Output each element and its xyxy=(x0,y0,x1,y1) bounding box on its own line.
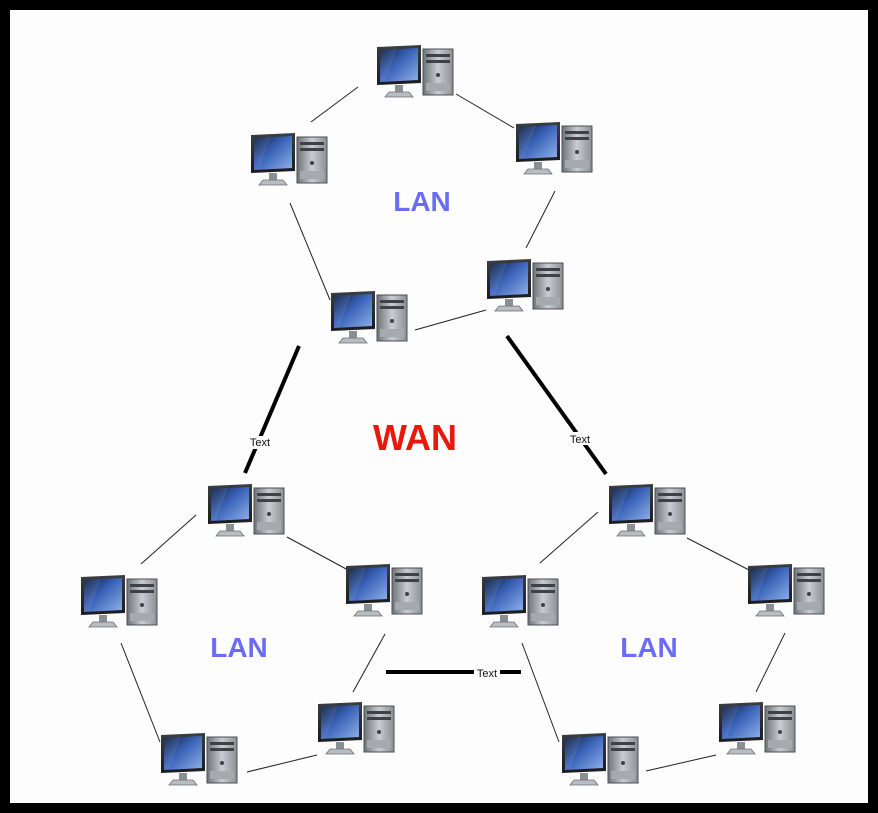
lan-link xyxy=(539,511,599,564)
desktop-computer-icon[interactable] xyxy=(160,732,238,786)
lan-link xyxy=(352,633,386,693)
lan-link xyxy=(289,202,331,301)
desktop-computer-icon[interactable] xyxy=(561,732,639,786)
lan-link xyxy=(645,754,717,772)
wan-label: WAN xyxy=(373,417,457,458)
lan-link xyxy=(120,642,161,743)
desktop-computer-icon[interactable] xyxy=(80,574,158,628)
lan-link xyxy=(755,632,786,693)
desktop-computer-icon[interactable] xyxy=(608,483,686,537)
desktop-computer-icon[interactable] xyxy=(330,290,408,344)
lan-top-label: LAN xyxy=(393,186,451,217)
lan-link xyxy=(286,536,349,571)
lan-right-label: LAN xyxy=(620,632,678,663)
desktop-computer-icon[interactable] xyxy=(718,701,796,755)
wan-link-right xyxy=(505,334,608,476)
lan-link xyxy=(455,93,515,129)
lan-link xyxy=(140,514,197,565)
wan-link-right-label-bg xyxy=(568,432,592,445)
desktop-computer-icon[interactable] xyxy=(486,258,564,312)
desktop-computer-icon[interactable] xyxy=(345,563,423,617)
desktop-computer-icon[interactable] xyxy=(481,574,559,628)
desktop-computer-icon[interactable] xyxy=(376,44,454,98)
lan-connections xyxy=(120,86,786,773)
lan-link xyxy=(246,754,318,773)
desktop-computer-icon[interactable] xyxy=(317,701,395,755)
wan-link-bottom-label-bg xyxy=(474,666,500,679)
wan-link-left xyxy=(243,345,301,474)
desktop-computer-icon[interactable] xyxy=(515,121,593,175)
lan-link xyxy=(521,642,560,743)
wan-link-left-label-bg xyxy=(248,436,272,449)
desktop-computer-icon[interactable] xyxy=(747,563,825,617)
lan-link xyxy=(686,537,750,571)
desktop-computer-icon[interactable] xyxy=(207,483,285,537)
wan-link-bottom-label: Text xyxy=(477,668,497,680)
lan-link xyxy=(414,309,487,331)
desktop-computer-icon[interactable] xyxy=(250,132,328,186)
wan-link-left-label: Text xyxy=(250,437,270,449)
lan-link xyxy=(310,86,359,123)
lan-left-label: LAN xyxy=(210,632,268,663)
wan-link-right-label: Text xyxy=(570,434,590,446)
lan-link xyxy=(525,190,556,249)
